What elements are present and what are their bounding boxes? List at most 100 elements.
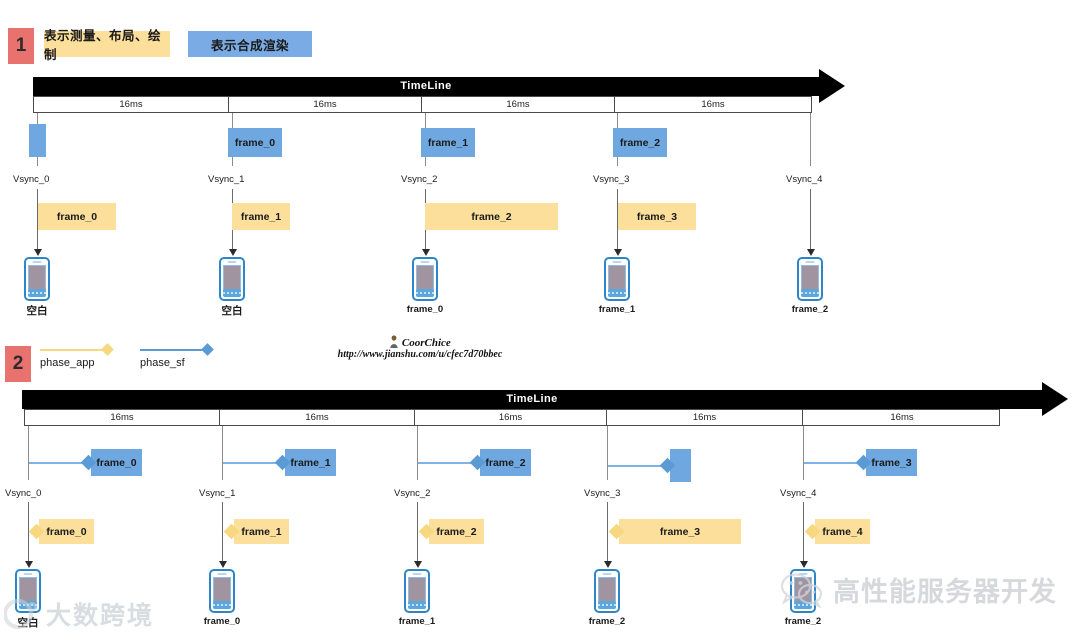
phone-caption: frame_2: [791, 304, 829, 315]
phone-caption: 空白: [221, 305, 243, 317]
legend-phase-sf: phase_sf: [140, 343, 214, 369]
author-url: http://www.jianshu.com/u/cfec7d70bbec: [337, 349, 503, 360]
phone-icon: [24, 257, 50, 301]
panel-1-timeline-label: TimeLine: [400, 80, 452, 92]
phone-arrow-head: [228, 249, 237, 256]
phone-arrow-head: [799, 561, 808, 568]
ruler-cell: 16ms: [34, 97, 229, 112]
phone-caption: 空白: [26, 305, 48, 317]
phone-arrow-head: [413, 561, 422, 568]
author-name: CoorChice: [401, 337, 451, 349]
vsync-tick-line: [607, 426, 608, 480]
panel-1-badge: 1: [8, 28, 34, 64]
phone-speaker-icon: [805, 261, 815, 263]
phone-device: 空白: [219, 257, 245, 318]
yellow-frame-box: frame_0: [39, 519, 94, 544]
watermark-bottom-right-text: 高性能服务器开发: [833, 577, 1057, 608]
panel-1-timeline: TimeLine: [33, 69, 845, 103]
watermark-bottom-left: 大数跨境: [4, 596, 154, 632]
phone-arrow-line: [810, 189, 811, 251]
blue-frame-box: [670, 449, 691, 482]
phone-speaker-icon: [420, 261, 430, 263]
phone-speaker-icon: [217, 573, 227, 575]
ruler-cell: 16ms: [229, 97, 422, 112]
watermark-bottom-right: 高性能服务器开发: [780, 570, 1057, 609]
blue-frame-box: [29, 124, 46, 157]
panel-2-ruler: 16ms 16ms 16ms 16ms 16ms: [24, 409, 1000, 426]
phone-icon: [790, 569, 816, 613]
phone-caption: frame_1: [398, 616, 436, 627]
author-credit: CoorChice http://www.jianshu.com/u/cfec7…: [300, 335, 540, 360]
phone-arrow-line: [617, 189, 618, 251]
yellow-frame-box: frame_2: [425, 203, 558, 230]
legend-phase-sf-label: phase_sf: [140, 357, 185, 369]
phone-navbar: [407, 601, 427, 609]
phone-arrow-head: [218, 561, 227, 568]
legend-chip-composite-render: 表示合成渲染: [188, 31, 312, 57]
panel-2-timeline-arrowhead: [1042, 382, 1068, 416]
legend-phase-app-label: phase_app: [40, 357, 95, 369]
ruler-cell: 16ms: [25, 410, 220, 425]
app-connector: frame_2: [418, 519, 484, 544]
phone-device: frame_1: [399, 569, 441, 627]
watermark-bottom-left-text: 大数跨境: [46, 601, 155, 630]
vsync-label: Vsync_1: [199, 488, 236, 499]
panel-1-ruler: 16ms 16ms 16ms 16ms: [33, 96, 812, 113]
sf-connector: [608, 449, 691, 482]
ruler-cell: 16ms: [415, 410, 607, 425]
phone-arrow-line: [803, 502, 804, 563]
phone-icon: [209, 569, 235, 613]
vsync-tick-line: [810, 113, 811, 166]
phone-speaker-icon: [612, 261, 622, 263]
vsync-label: Vsync_0: [13, 174, 50, 185]
phone-caption: frame_2: [784, 616, 822, 627]
legend-phase-app: phase_app: [40, 343, 114, 369]
phone-screen: [608, 265, 626, 290]
phone-screen: [28, 265, 46, 290]
phone-arrow-head: [603, 561, 612, 568]
phone-navbar: [607, 289, 627, 297]
blue-frame-box: frame_1: [421, 128, 475, 157]
watermark-logo-icon: [4, 599, 37, 629]
sf-connector: frame_0: [29, 449, 142, 476]
vsync-label: Vsync_1: [208, 174, 245, 185]
phone-speaker-icon: [602, 573, 612, 575]
phone-caption: frame_2: [588, 616, 626, 627]
phone-navbar: [222, 289, 242, 297]
phone-speaker-icon: [32, 261, 42, 263]
sf-connector: frame_3: [804, 449, 917, 476]
phone-screen: [598, 577, 616, 602]
phone-speaker-icon: [23, 573, 33, 575]
phone-arrow-head: [613, 249, 622, 256]
vsync-tick-line: [222, 426, 223, 480]
phone-caption: frame_0: [406, 304, 444, 315]
panel-2-timeline: TimeLine: [22, 382, 1068, 416]
phone-speaker-icon: [412, 573, 422, 575]
vsync-label: Vsync_3: [593, 174, 630, 185]
ruler-cell: 16ms: [607, 410, 803, 425]
app-connector: frame_1: [223, 519, 289, 544]
phone-arrow-head: [24, 561, 33, 568]
phone-arrow-line: [28, 502, 29, 563]
phone-arrow-line: [222, 502, 223, 563]
sf-connector: frame_2: [418, 449, 531, 476]
phone-device: frame_2: [589, 569, 631, 627]
vsync-label: Vsync_4: [780, 488, 817, 499]
phone-caption: frame_1: [598, 304, 636, 315]
phone-screen: [223, 265, 241, 290]
vsync-label: Vsync_3: [584, 488, 621, 499]
phone-device: 空白: [24, 257, 50, 318]
yellow-frame-box: frame_3: [619, 519, 741, 544]
blue-frame-box: frame_0: [91, 449, 142, 476]
blue-frame-box: frame_0: [228, 128, 282, 157]
panel-2-timeline-label: TimeLine: [506, 393, 558, 405]
ruler-cell: 16ms: [890, 412, 914, 423]
yellow-frame-box: frame_3: [618, 203, 696, 230]
panel-1-timeline-arrowhead: [819, 69, 845, 103]
phone-navbar: [597, 601, 617, 609]
sf-connector: frame_1: [223, 449, 336, 476]
phone-arrow-line: [607, 502, 608, 563]
phone-navbar: [212, 601, 232, 609]
phone-arrow-head: [33, 249, 42, 256]
